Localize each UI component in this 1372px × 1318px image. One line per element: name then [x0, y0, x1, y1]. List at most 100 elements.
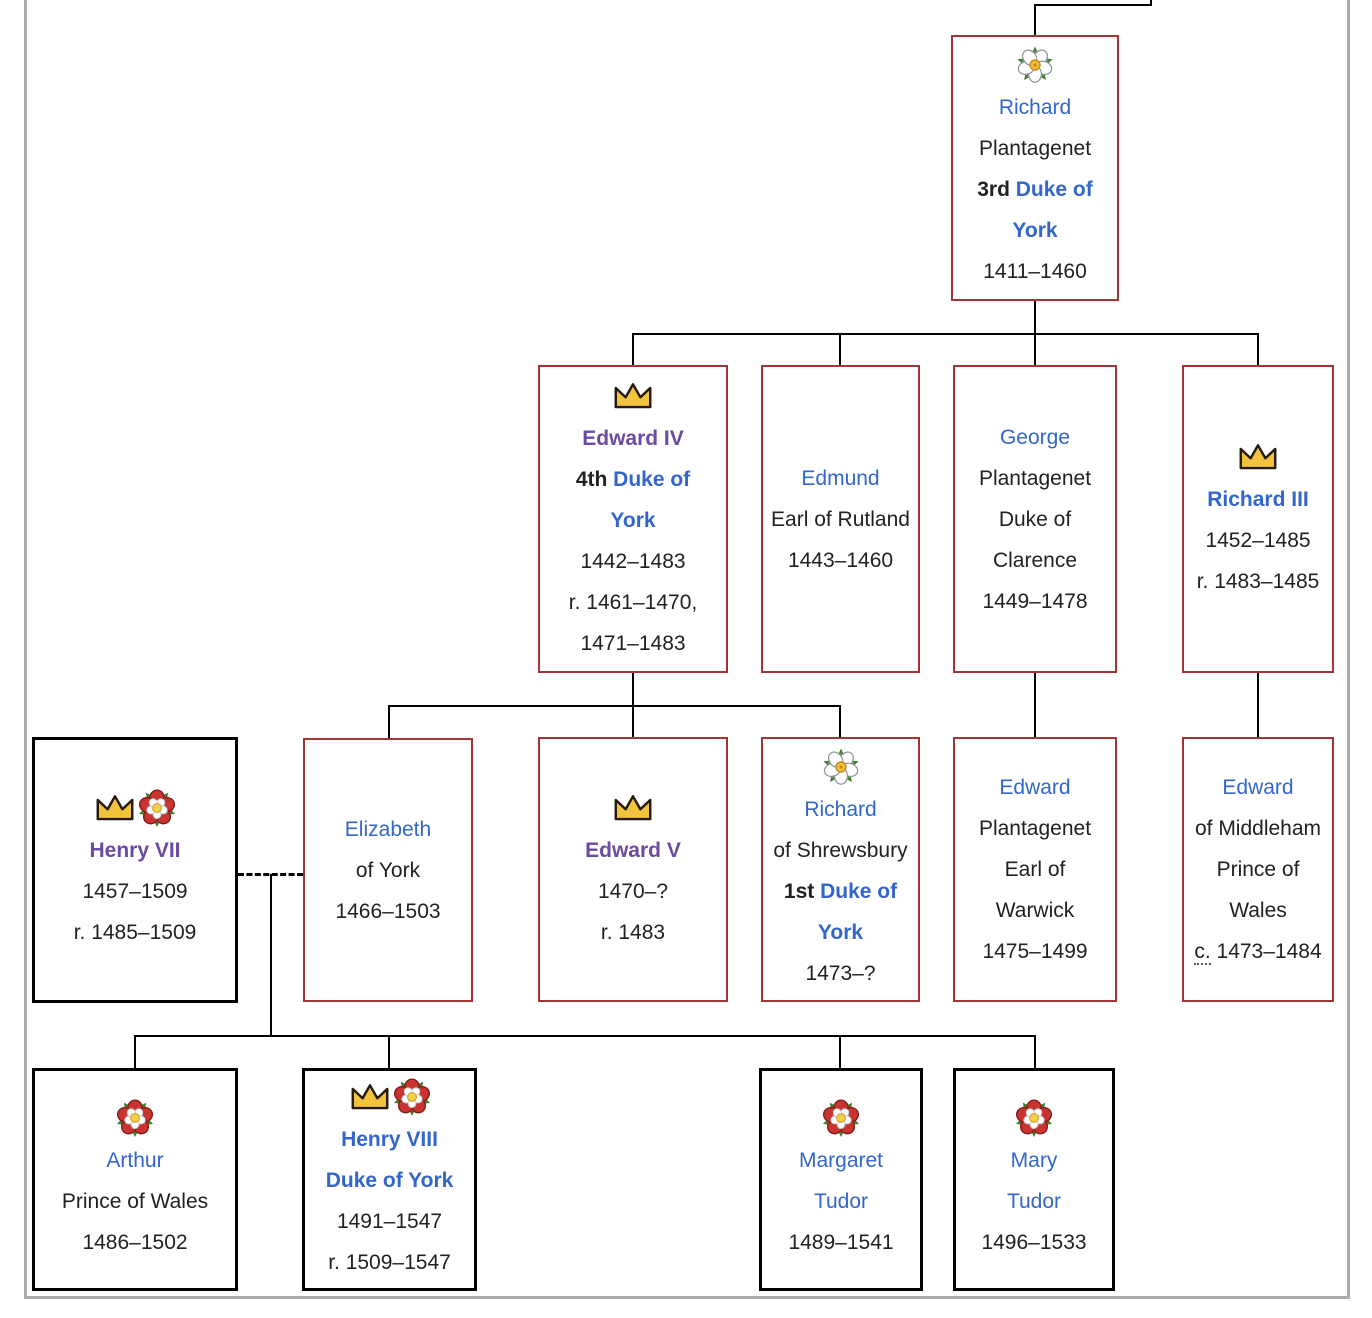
text-line: Elizabeth [345, 809, 431, 850]
wiki-link[interactable]: Edward [1222, 776, 1294, 799]
text-line: Edward V [585, 830, 681, 871]
text-line: Edward [1222, 767, 1293, 808]
text-line: Henry VII [89, 830, 180, 871]
wiki-link[interactable]: York [1012, 219, 1058, 242]
static-text: 1452–1485 [1205, 529, 1311, 552]
wiki-link[interactable]: Edmund [801, 466, 880, 490]
text-line: 1475–1499 [982, 931, 1087, 972]
static-text: Earl of [1004, 858, 1066, 881]
descent-connector-vertical [388, 705, 390, 739]
text-line: Clarence [993, 540, 1077, 581]
icon-row [821, 1097, 861, 1139]
descent-connector-vertical [388, 1035, 390, 1070]
text-line: 3rd Duke of [977, 169, 1093, 210]
frame-border-left [24, 0, 27, 1299]
text-line: George [1000, 417, 1070, 458]
static-text: 1473–? [805, 961, 876, 985]
static-text: r. 1485–1509 [73, 921, 197, 944]
text-line: 1449–1478 [982, 581, 1087, 622]
wiki-link[interactable]: Tudor [813, 1189, 869, 1213]
wiki-link[interactable]: Duke of [1015, 178, 1093, 201]
wiki-link[interactable]: Henry VIII [341, 1128, 438, 1151]
static-text: Duke of [998, 507, 1072, 531]
text-line: Edward IV [582, 418, 684, 459]
wiki-link[interactable]: Edward IV [582, 426, 684, 450]
wiki-link[interactable]: Edward [999, 776, 1071, 799]
static-text: 1442–1483 [580, 549, 686, 573]
icon-row [1015, 44, 1055, 86]
wiki-link[interactable]: Tudor [1006, 1189, 1062, 1213]
wiki-link[interactable]: Richard [998, 96, 1072, 119]
text-line: 1491–1547 [337, 1201, 442, 1242]
text-line: 1486–1502 [82, 1222, 187, 1263]
static-text: 1st [783, 879, 821, 903]
wiki-link[interactable]: Margaret [798, 1148, 884, 1172]
static-text: 1471–1483 [580, 631, 686, 655]
text-line: 1411–1460 [983, 251, 1087, 292]
text-line: York [610, 500, 655, 541]
static-text: 1486–1502 [82, 1230, 188, 1254]
icon-row [821, 746, 861, 788]
text-line: Arthur [106, 1140, 163, 1181]
wiki-link[interactable]: Elizabeth [344, 817, 432, 841]
descent-connector-vertical [839, 1035, 841, 1070]
static-text: Plantagenet [978, 817, 1092, 840]
text-line: c. 1473–1484 [1194, 931, 1322, 972]
wiki-link[interactable]: Henry VII [89, 839, 181, 862]
crown-icon [348, 1081, 392, 1113]
wiki-link[interactable]: York [817, 920, 864, 944]
wiki-link[interactable]: Duke of [613, 467, 691, 491]
static-text: 1470–? [597, 879, 669, 903]
static-text: 1473–1484 [1210, 940, 1322, 963]
text-line: 1457–1509 [82, 871, 187, 912]
static-text: r. 1461–1470, [568, 590, 698, 614]
wiki-link[interactable]: York [610, 508, 656, 532]
text-line: 1st Duke of [784, 871, 897, 912]
text-line: Margaret [799, 1140, 883, 1181]
icon-row [611, 375, 655, 417]
wiki-link[interactable]: Richard III [1207, 488, 1309, 511]
static-text: Clarence [992, 548, 1078, 572]
text-line: of York [356, 850, 420, 891]
descent-connector-vertical [1257, 333, 1259, 367]
wiki-link[interactable]: Mary [1010, 1148, 1058, 1172]
wiki-link[interactable]: Arthur [106, 1148, 164, 1172]
descent-connector-vertical [1034, 672, 1036, 739]
icon-row [1014, 1097, 1054, 1139]
wiki-link[interactable]: Duke of York [325, 1169, 454, 1192]
red-rose-icon [115, 1098, 155, 1138]
wiki-link[interactable]: Edward V [585, 838, 681, 862]
wiki-link[interactable]: Duke of [820, 879, 898, 903]
wiki-link[interactable]: Richard [804, 797, 877, 821]
text-line: York [1012, 210, 1057, 251]
text-line: r. 1483–1485 [1197, 561, 1320, 602]
static-text: r. 1483–1485 [1196, 570, 1320, 593]
person-box-henry-vii: Henry VII 1457–1509 r. 1485–1509 [32, 737, 238, 1003]
text-line: Mary [1011, 1140, 1058, 1181]
wiki-link[interactable]: George [999, 425, 1071, 449]
descent-connector-vertical [1034, 300, 1036, 335]
static-text: Prince of Wales [61, 1189, 209, 1213]
text-line: Warwick [996, 890, 1075, 931]
text-line: York [818, 912, 863, 953]
text-line: 1471–1483 [580, 623, 685, 664]
crown-icon [611, 792, 655, 824]
descent-connector-vertical [1034, 1035, 1036, 1070]
descent-connector-vertical [270, 874, 272, 1037]
static-text: 1489–1541 [788, 1230, 894, 1254]
static-text: Plantagenet [978, 137, 1092, 160]
text-line: Duke of [999, 499, 1071, 540]
text-line: 1466–1503 [335, 891, 440, 932]
red-rose-icon [137, 788, 177, 828]
icon-row [93, 787, 177, 829]
text-line: 1489–1541 [788, 1222, 893, 1263]
